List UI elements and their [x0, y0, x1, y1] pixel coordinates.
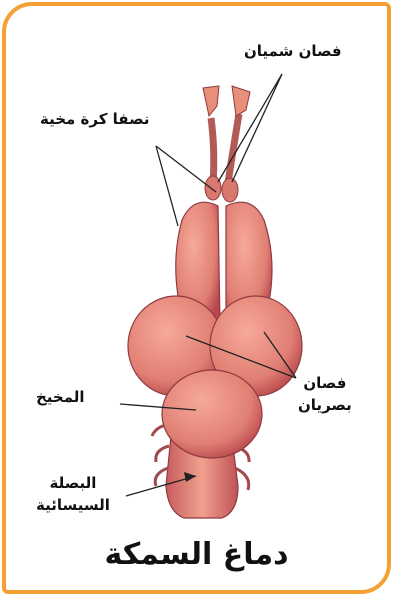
diagram-caption: دماغ السمكة	[6, 537, 387, 572]
label-optic-lobes-line1: فصان	[298, 372, 352, 394]
label-olfactory-lobes: فصان شميان	[244, 40, 342, 62]
label-optic-lobes: فصان بصريان	[298, 372, 352, 416]
label-medulla-line1: البصلة	[36, 472, 110, 494]
label-cerebellum: المخيخ	[36, 386, 85, 408]
label-optic-lobes-line2: بصريان	[298, 394, 352, 416]
label-cerebral-hemispheres: نصفا كرة مخية	[40, 108, 150, 130]
cerebellum	[162, 370, 262, 458]
label-medulla-line2: السيسائية	[36, 494, 110, 516]
olfactory-bulb-left	[205, 176, 221, 200]
diagram-card: فصان شميان نصفا كرة مخية فصان بصريان الم…	[2, 2, 391, 594]
olfactory-bulb-right	[222, 178, 238, 202]
label-medulla-oblongata: البصلة السيسائية	[36, 472, 110, 516]
